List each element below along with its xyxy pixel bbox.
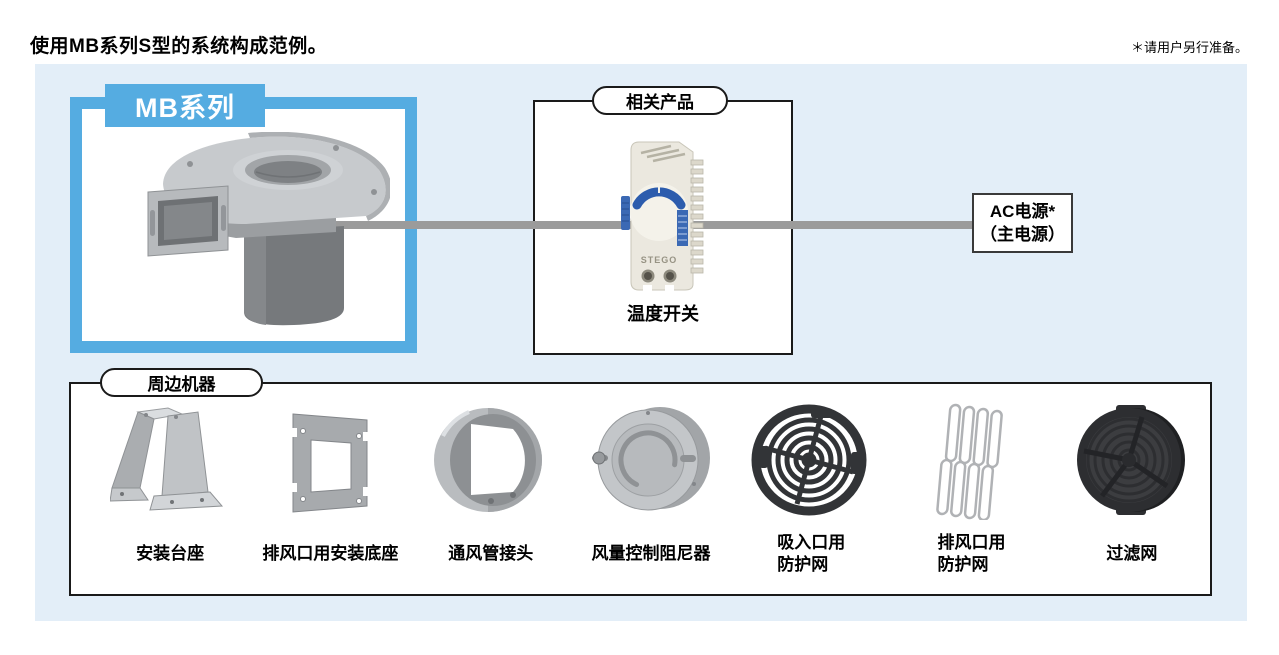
ac-power-box: AC电源* （主电源）: [972, 193, 1073, 253]
intake-guard-icon: [751, 404, 867, 516]
user-preparation-note: ＊请用户另行准备。: [1130, 40, 1248, 55]
peripheral-name: 过滤网: [1106, 544, 1158, 563]
airflow-damper-icon: [591, 407, 710, 511]
ac-power-line2: （主电源）: [980, 225, 1065, 244]
peripheral-name: 通风管接头: [448, 544, 534, 563]
peripheral-name: 安装台座: [136, 544, 205, 563]
thermostat-icon: STEGO: [621, 141, 704, 298]
list-item: 排风口用安装底座: [250, 396, 410, 591]
duct-joint-icon: [433, 408, 542, 512]
exhaust-wire-guard-icon: [935, 403, 1003, 520]
list-item: 安装台座: [90, 396, 250, 591]
list-item: 通风管接头: [411, 396, 571, 591]
peripheral-name: 风量控制阻尼器: [591, 544, 711, 563]
list-item: 吸入口用 防护网: [731, 396, 891, 591]
exhaust-mounting-plate-icon: [290, 413, 371, 513]
peripheral-name: 排风口用 防护网: [937, 533, 1006, 574]
filter-icon: [1076, 405, 1185, 515]
ac-power-line1: AC电源*: [989, 202, 1056, 221]
mb-series-label: MB系列: [105, 84, 265, 127]
list-item: 排风口用 防护网: [891, 396, 1051, 591]
list-item: 过滤网: [1052, 396, 1212, 591]
mounting-base-icon: [110, 407, 224, 511]
thermostat-label: 温度开关: [627, 304, 699, 324]
page-title: 使用MB系列S型的系统构成范例。: [30, 36, 328, 57]
peripherals-label: 周边机器: [100, 368, 263, 397]
svg-text:STEGO: STEGO: [641, 255, 678, 265]
related-products-label: 相关产品: [592, 86, 728, 115]
peripheral-name: 吸入口用 防护网: [777, 533, 846, 574]
list-item: 风量控制阻尼器: [571, 396, 731, 591]
peripherals-list: 安装台座 排风口用安装底座: [90, 396, 1212, 591]
peripheral-name: 排风口用安装底座: [262, 544, 399, 563]
blower-icon: [147, 132, 390, 326]
